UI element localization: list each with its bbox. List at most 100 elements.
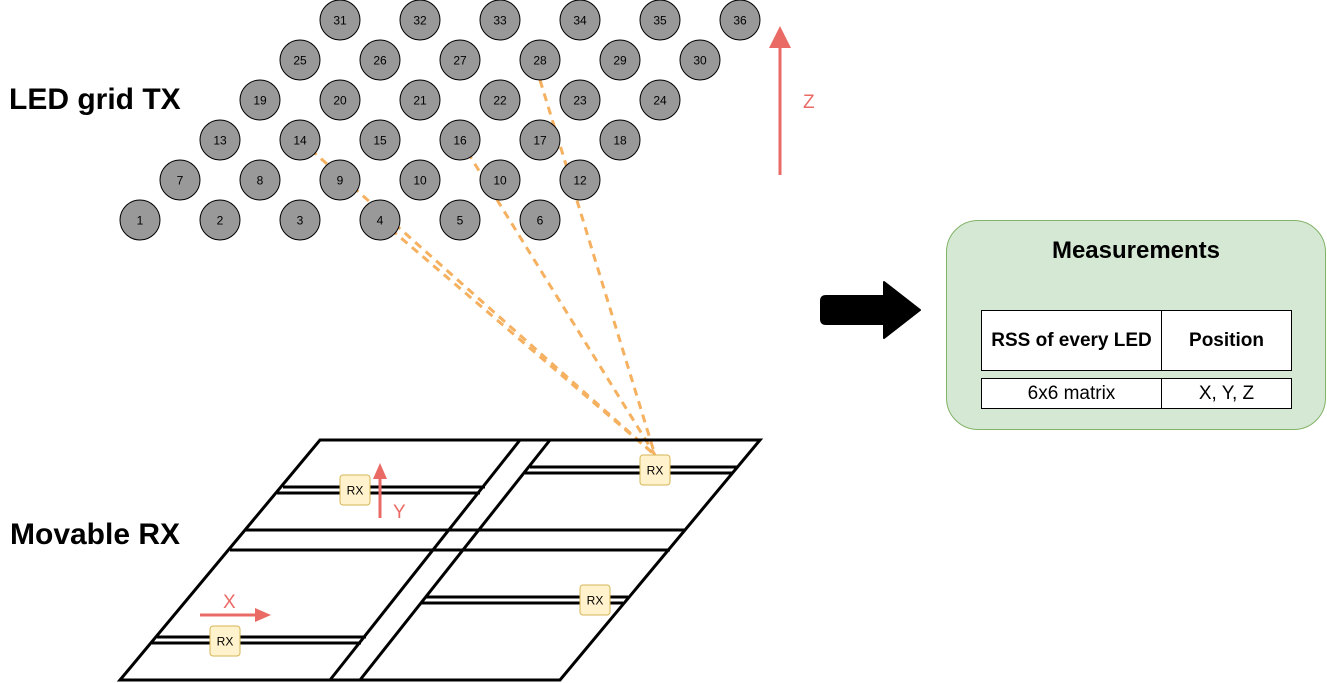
rx-unit: RX — [209, 625, 241, 657]
led-circle — [519, 119, 561, 161]
led-number: 31 — [333, 14, 347, 28]
led-circle — [559, 159, 601, 201]
led-node: 29 — [599, 39, 641, 81]
led-node: 23 — [559, 79, 601, 121]
value-rss: 6x6 matrix — [981, 378, 1162, 409]
led-node: 10 — [479, 159, 521, 201]
rx-label: RX — [647, 464, 664, 478]
led-number: 27 — [453, 54, 467, 68]
led-node: 25 — [279, 39, 321, 81]
led-number: 32 — [413, 14, 427, 28]
led-number: 7 — [177, 174, 184, 188]
led-circle — [319, 159, 361, 201]
led-node: 36 — [719, 0, 761, 41]
led-number: 19 — [253, 94, 267, 108]
rx-unit: RX — [579, 584, 611, 616]
x-axis-arrow — [200, 608, 271, 622]
header-position: Position — [1161, 310, 1292, 371]
rx-tracks — [152, 465, 737, 645]
led-circle — [359, 199, 401, 241]
rx-units: RX RX RX RX — [209, 454, 671, 657]
led-number: 29 — [613, 54, 627, 68]
led-node: 10 — [399, 159, 441, 201]
led-node: 3 — [279, 199, 321, 241]
header-rss: RSS of every LED — [981, 310, 1162, 371]
led-node: 14 — [279, 119, 321, 161]
led-circle — [439, 119, 481, 161]
rx-box — [209, 625, 241, 657]
signal-ray — [538, 79, 657, 456]
led-number: 28 — [533, 54, 547, 68]
led-circle — [279, 199, 321, 241]
led-number: 25 — [293, 54, 307, 68]
led-number: 30 — [693, 54, 707, 68]
led-number: 10 — [413, 174, 427, 188]
rx-label: RX — [347, 484, 364, 498]
rx-box — [639, 454, 671, 486]
led-number: 4 — [377, 214, 384, 228]
led-circle — [679, 39, 721, 81]
led-number: 14 — [293, 134, 307, 148]
led-node: 30 — [679, 39, 721, 81]
led-circle — [199, 199, 241, 241]
led-number: 23 — [573, 94, 587, 108]
led-number: 17 — [533, 134, 547, 148]
floor-rail-left — [328, 439, 522, 681]
led-number: 15 — [373, 134, 387, 148]
led-circle — [239, 159, 281, 201]
led-circle — [319, 79, 361, 121]
led-number: 1 — [137, 214, 144, 228]
led-circle — [359, 39, 401, 81]
led-number: 36 — [733, 14, 747, 28]
led-circle — [519, 199, 561, 241]
rx-box — [579, 584, 611, 616]
rx-unit: RX — [339, 474, 371, 506]
led-circle — [439, 199, 481, 241]
led-node: 28 — [519, 39, 561, 81]
led-circle — [479, 79, 521, 121]
led-node: 12 — [559, 159, 601, 201]
floor-outline — [116, 438, 764, 682]
led-circle — [399, 0, 441, 41]
led-node: 17 — [519, 119, 561, 161]
led-circle — [559, 0, 601, 41]
led-number: 8 — [257, 174, 264, 188]
led-number: 6 — [537, 214, 544, 228]
led-circle — [719, 0, 761, 41]
led-node: 5 — [439, 199, 481, 241]
result-arrow-icon — [820, 281, 921, 339]
y-axis-arrow — [373, 463, 387, 518]
y-axis-label: Y — [393, 502, 406, 523]
led-circle — [559, 79, 601, 121]
led-number: 2 — [217, 214, 224, 228]
led-node: 1 — [119, 199, 161, 241]
led-number: 10 — [493, 174, 507, 188]
movable-floor — [116, 438, 764, 682]
led-node: 15 — [359, 119, 401, 161]
x-axis-label: X — [223, 592, 236, 613]
led-number: 16 — [453, 134, 467, 148]
led-number: 20 — [333, 94, 347, 108]
rx-unit: RX — [639, 454, 671, 486]
led-node: 27 — [439, 39, 481, 81]
rx-label: RX — [587, 594, 604, 608]
led-number: 26 — [373, 54, 387, 68]
led-node: 21 — [399, 79, 441, 121]
led-node: 31 — [319, 0, 361, 41]
value-position: X, Y, Z — [1161, 378, 1292, 409]
led-circle — [519, 39, 561, 81]
led-circle — [399, 79, 441, 121]
led-circle — [279, 119, 321, 161]
led-number: 34 — [573, 14, 587, 28]
led-node: 19 — [239, 79, 281, 121]
led-circle — [439, 39, 481, 81]
led-node: 26 — [359, 39, 401, 81]
floor-rail-right — [358, 439, 552, 681]
led-number: 3 — [297, 214, 304, 228]
z-axis-arrow — [769, 26, 791, 175]
led-number: 35 — [653, 14, 667, 28]
led-circle — [479, 159, 521, 201]
rx-label: RX — [217, 635, 234, 649]
led-node: 7 — [159, 159, 201, 201]
